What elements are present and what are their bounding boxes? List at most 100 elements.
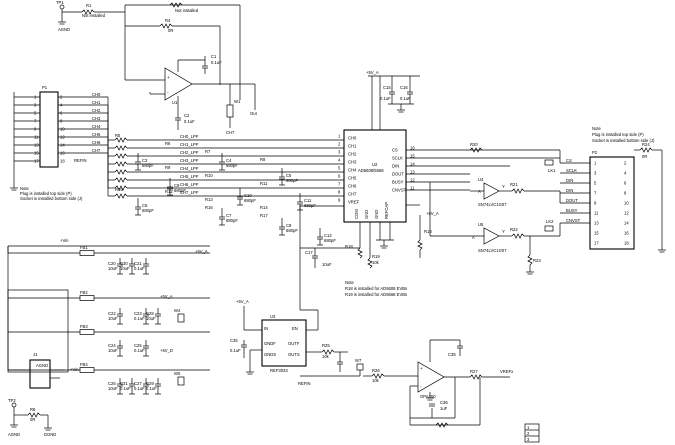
adc-pin-num: 12 (410, 178, 415, 183)
ferrite-label: FB3 (80, 324, 88, 329)
u1-minus: - (167, 90, 169, 95)
reference-section: +5V_A U3 IN EN GNDF OUTF GNDS OUTS REF30… (230, 299, 514, 428)
filter-resistor-label: R14 (260, 205, 268, 210)
p2-pin-num: 3 (594, 171, 597, 176)
filter-cap-value: 680pF (226, 163, 238, 168)
p1-channel-label: CH3 (92, 116, 101, 121)
filter-resistor-label: R11 (260, 181, 268, 186)
filter-resistor-label: R6 (165, 141, 171, 146)
u4-pin-a: A (478, 189, 481, 194)
power-cap-label: C22 (108, 311, 116, 316)
adc-pin-name: GND (364, 210, 369, 219)
net-ch4-lpf: CH4_LPF (180, 166, 199, 171)
p2-signal-label: DOUT (566, 198, 578, 203)
adc-pin-num: 2 (338, 142, 341, 147)
filter-resistor-label: R16 (205, 205, 213, 210)
p2-pin-num: 11 (594, 211, 599, 216)
r20-label: R20 (470, 142, 478, 147)
adc-ref: U2 (372, 162, 378, 167)
opamp-opa350 (417, 361, 445, 393)
filter-resistor-label: R5 (115, 133, 121, 138)
u3-part: REF3033 (270, 368, 288, 373)
filter-resistor-label: R17 (260, 213, 268, 218)
opa-minus: - (420, 384, 422, 389)
adc-pin-num: 8 (338, 190, 341, 195)
p2-note-line1: Plug is installed top side (P) (592, 132, 644, 137)
buffer-u4 (483, 182, 500, 200)
p2-r-value: 0R (642, 154, 647, 159)
filter-resistor-label: R15 (115, 187, 123, 192)
power-cap-label: C31 (120, 381, 128, 386)
r2-note: Not installed (175, 8, 199, 13)
buffer-u5 (483, 227, 500, 245)
adc-pin-name: SCLK (392, 156, 403, 161)
power-cap-label: C28 (146, 311, 154, 316)
c17-adc-value: 10uF (322, 262, 332, 267)
p2-pin-num: 6 (624, 181, 627, 186)
power-cap-value: 0.1uF (120, 386, 131, 391)
filter-cap-value: 680pF (244, 198, 256, 203)
resistor (114, 137, 128, 143)
c35-value: 0.1uF (230, 348, 241, 353)
r26-label: R26 (372, 368, 380, 373)
c36-value: 1uF (440, 406, 448, 411)
adc-pin-name: REFCAP (384, 202, 389, 219)
power-cap-label: C24 (108, 343, 116, 348)
filter-resistor-label: R10 (205, 173, 213, 178)
filter-cap-label: C5 (286, 173, 292, 178)
ferrite-bead (79, 295, 95, 301)
note-line1: R18 is installed for AD5608 EVBs (345, 286, 407, 291)
p1-refin: REFIN (74, 158, 87, 163)
agnd-top-label: AGND (58, 27, 70, 32)
net-ch2-lpf: CH2_LPF (180, 150, 199, 155)
net-ch0-lpf: CH0_LPF (180, 134, 199, 139)
opa-part: OPA350 (420, 394, 436, 399)
p1-channel-label: CH7 (92, 148, 101, 153)
net-ch7-lpf: CH7_LPF (180, 190, 199, 195)
p2-pin-num: 1 (594, 161, 597, 166)
p1-channel-label: CH0 (92, 92, 101, 97)
resistor (114, 169, 128, 175)
adc-pin-name: GND (374, 210, 379, 219)
c36-label: C36 (440, 400, 448, 405)
power-cap-value: 10uF (108, 386, 118, 391)
adc-pin-num: 9 (338, 198, 341, 203)
p2-pin-num: 8 (624, 191, 627, 196)
u3-body (261, 319, 307, 367)
adc-pin-name: CH0 (348, 136, 357, 141)
tp2-label: TP2 (8, 398, 16, 403)
c1-label: C1 (211, 54, 217, 59)
u3-label: U3 (270, 314, 276, 319)
power-cap-value: 10uF (146, 316, 156, 321)
r8-label: R8 (30, 407, 36, 412)
ferrite-bead (79, 250, 95, 256)
avdd-net2: +5V_A (160, 294, 173, 299)
w7-label: W7 (355, 358, 362, 363)
adc-pin-num: 16 (410, 146, 415, 151)
p2-pin-num: 5 (594, 181, 597, 186)
lk1-label: LK1 (548, 168, 556, 173)
tp2-testpoint (11, 402, 17, 408)
p2-signal-label: CS (566, 158, 572, 163)
ferrite-label: FB1 (80, 245, 88, 250)
filter-cap-label: C9 (174, 183, 180, 188)
power-cap-label: C20 (108, 261, 116, 266)
u4-pin-y: Y (502, 184, 505, 189)
p2-pin-num: 9 (594, 201, 597, 206)
c16-label: C16 (400, 85, 408, 90)
notes-block: Note R18 is installed for AD5608 EVBs R1… (345, 280, 407, 297)
w5-label: W5 (174, 371, 181, 376)
p2-pin-num: 7 (594, 191, 597, 196)
adc-body (343, 129, 407, 223)
adc-pin-name: CH4 (348, 168, 357, 173)
adc-pin-num: 11 (410, 186, 415, 191)
adc-pin-num: 14 (410, 162, 415, 167)
resistor (114, 185, 128, 191)
filter-cap-label: C4 (226, 158, 232, 163)
adc-pin-name: BUSY (392, 180, 404, 185)
lk2-label: LK2 (546, 219, 554, 224)
adc-pin-name: CNVST (392, 188, 407, 193)
